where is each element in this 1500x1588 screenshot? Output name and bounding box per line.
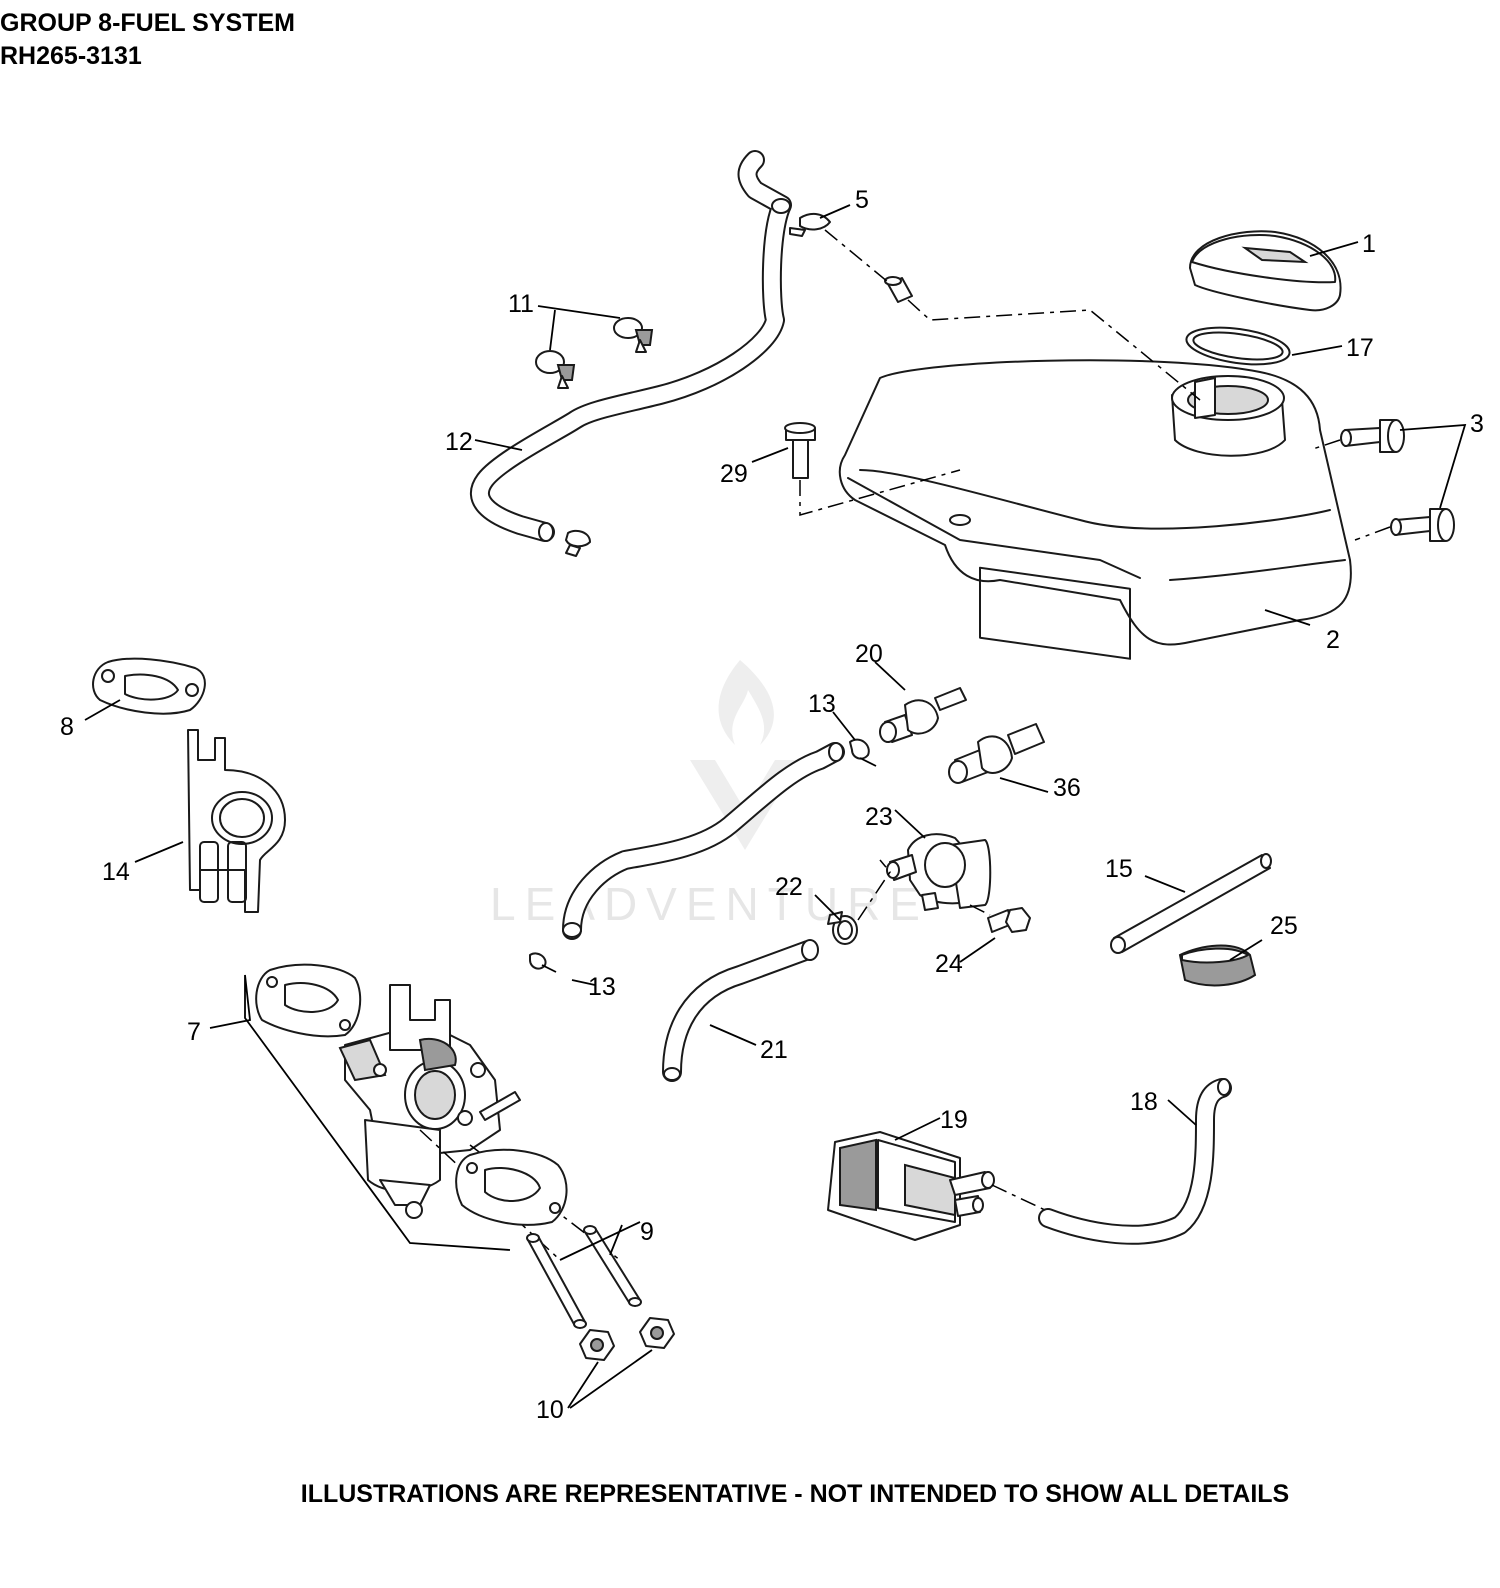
model-number: RH265-3131 [0, 42, 142, 70]
callout-2: 2 [1326, 626, 1340, 654]
carburetor-gasket-upper[interactable] [84, 657, 206, 721]
hose-connector-top[interactable] [884, 276, 913, 303]
callout-8: 8 [60, 713, 74, 741]
callout-24: 24 [935, 950, 963, 978]
tank-bolt-lower[interactable] [1390, 508, 1455, 542]
callout-21: 21 [760, 1036, 788, 1064]
fuel-cap-gasket[interactable] [1184, 322, 1343, 370]
charcoal-canister[interactable] [827, 1117, 995, 1241]
callout-15: 15 [1105, 855, 1133, 883]
fuel-shutoff-valve[interactable] [874, 661, 967, 743]
callout-22: 22 [775, 873, 803, 901]
callout-20: 20 [855, 640, 883, 668]
line-clip-upper[interactable] [613, 317, 654, 353]
canister-hose[interactable] [1038, 1078, 1232, 1245]
callout-14: 14 [102, 858, 130, 886]
callout-19: 19 [940, 1106, 968, 1134]
petcock-screw[interactable] [959, 904, 1031, 963]
stud-left[interactable] [526, 1233, 587, 1329]
callout-10: 10 [536, 1396, 564, 1424]
callout-1: 1 [1362, 230, 1376, 258]
callout-3: 3 [1470, 410, 1484, 438]
hose-spring-clip-lower[interactable] [529, 952, 596, 986]
fuel-petcock[interactable] [886, 809, 992, 911]
carburetor[interactable] [338, 984, 521, 1219]
callout-17: 17 [1346, 334, 1374, 362]
callout-13-lower: 13 [588, 973, 616, 1001]
nut-left[interactable] [579, 1329, 615, 1361]
stud-right[interactable] [583, 1225, 642, 1307]
watermark-text: LEADVENTURE [490, 878, 929, 930]
hose-clamp-petcock[interactable] [814, 894, 858, 945]
nut-right[interactable] [639, 1317, 675, 1349]
callout-12: 12 [445, 428, 473, 456]
intake-gasket[interactable] [455, 1148, 568, 1226]
hose-clamp-lower[interactable] [565, 529, 591, 557]
mounting-bolt[interactable] [751, 422, 961, 516]
page-title: GROUP 8-FUEL SYSTEM [0, 9, 295, 37]
callout-5: 5 [855, 186, 869, 214]
callout-18: 18 [1130, 1088, 1158, 1116]
fuel-filter-valve[interactable] [948, 723, 1049, 793]
callout-9: 9 [640, 1218, 654, 1246]
callout-11: 11 [508, 290, 534, 318]
watermark: LEADVENTURE [490, 660, 929, 930]
fuel-line-short[interactable] [662, 939, 819, 1082]
callout-13-upper: 13 [808, 690, 836, 718]
callout-25: 25 [1270, 912, 1298, 940]
callout-7: 7 [187, 1018, 201, 1046]
vent-tube[interactable] [1110, 853, 1272, 954]
fuel-cap[interactable] [1189, 230, 1359, 312]
fuel-line-upper[interactable] [470, 150, 792, 542]
fuel-line-main[interactable] [562, 742, 845, 940]
callout-23: 23 [865, 803, 893, 831]
insulator-plate[interactable] [134, 729, 286, 913]
vent-cap[interactable] [1178, 939, 1263, 987]
disclaimer-note: ILLUSTRATIONS ARE REPRESENTATIVE - NOT I… [300, 1480, 1290, 1508]
line-clip-lower[interactable] [535, 350, 576, 389]
hose-spring-clip-upper[interactable] [832, 711, 877, 767]
hose-clamp-top[interactable] [789, 204, 851, 237]
tank-bolt-upper[interactable] [1340, 419, 1405, 453]
carburetor-gasket-lower[interactable] [209, 963, 511, 1251]
fuel-tank[interactable] [838, 359, 1352, 660]
callout-36: 36 [1053, 774, 1081, 802]
callout-29: 29 [720, 460, 748, 488]
